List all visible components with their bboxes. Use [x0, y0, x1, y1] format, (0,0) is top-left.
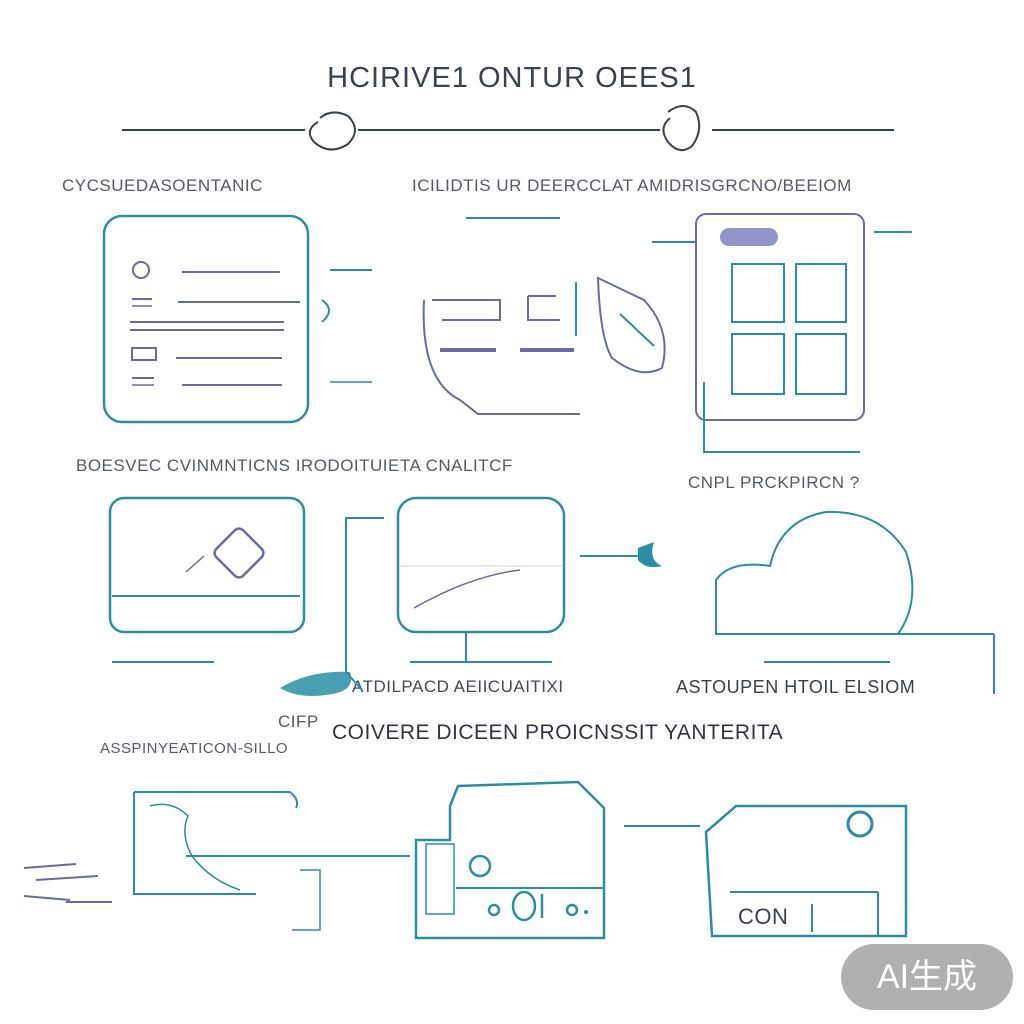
arrow-icon	[638, 542, 662, 568]
watermark-badge: AI生成	[841, 944, 1013, 1010]
sketch-board	[23, 791, 410, 931]
brush-icon	[280, 671, 352, 696]
birds-icon	[23, 863, 112, 903]
radio-icon	[132, 261, 150, 279]
device-box	[414, 780, 700, 940]
monitor	[704, 804, 908, 938]
divider-ornament-right	[662, 105, 701, 152]
label-mid-caption-b: ASTOUPEN HTOIL ELSIOM	[676, 677, 916, 697]
cloud-shape	[715, 510, 995, 694]
label-top-right: ICILIDTIS UR DEERCCLAT AMIDRISGRCNO/BEEI…	[412, 176, 852, 195]
label-small-left-b: ASSPINYEATICON-SILLO	[100, 740, 289, 757]
diamond-icon	[213, 527, 265, 579]
label-mid-right: CNPL PRCKPIRCN ?	[688, 473, 860, 492]
dial-icon	[468, 854, 492, 878]
label-bottom-heading: COIVERE DICEEN PROICNSSIT YANTERITA	[332, 721, 784, 744]
form-sketch	[422, 217, 666, 415]
label-small-left-a: CIFP	[278, 712, 319, 731]
title-divider	[122, 105, 894, 152]
pen-icon	[596, 276, 666, 374]
screen-text: CON	[738, 904, 789, 929]
checkbox-icon	[131, 347, 157, 361]
diamond-panel	[108, 496, 306, 663]
label-mid-caption-a: ATDILPACD AEIICUAITIXI	[352, 677, 564, 696]
tablet-grid	[652, 213, 912, 453]
label-mid-left: BOESVEC CVINMNTICNS IRODOITUIETA CNALITC…	[76, 456, 513, 475]
process-screen	[280, 496, 662, 696]
label-top-left: CYCSUEDASOENTANIC	[62, 176, 263, 195]
document-card	[102, 214, 372, 424]
diagram-title: HCIRIVE1 ONTUR OEES1	[327, 62, 697, 94]
camera-icon	[846, 810, 874, 838]
knob-icon	[511, 890, 537, 922]
divider-ornament-left	[308, 111, 356, 151]
